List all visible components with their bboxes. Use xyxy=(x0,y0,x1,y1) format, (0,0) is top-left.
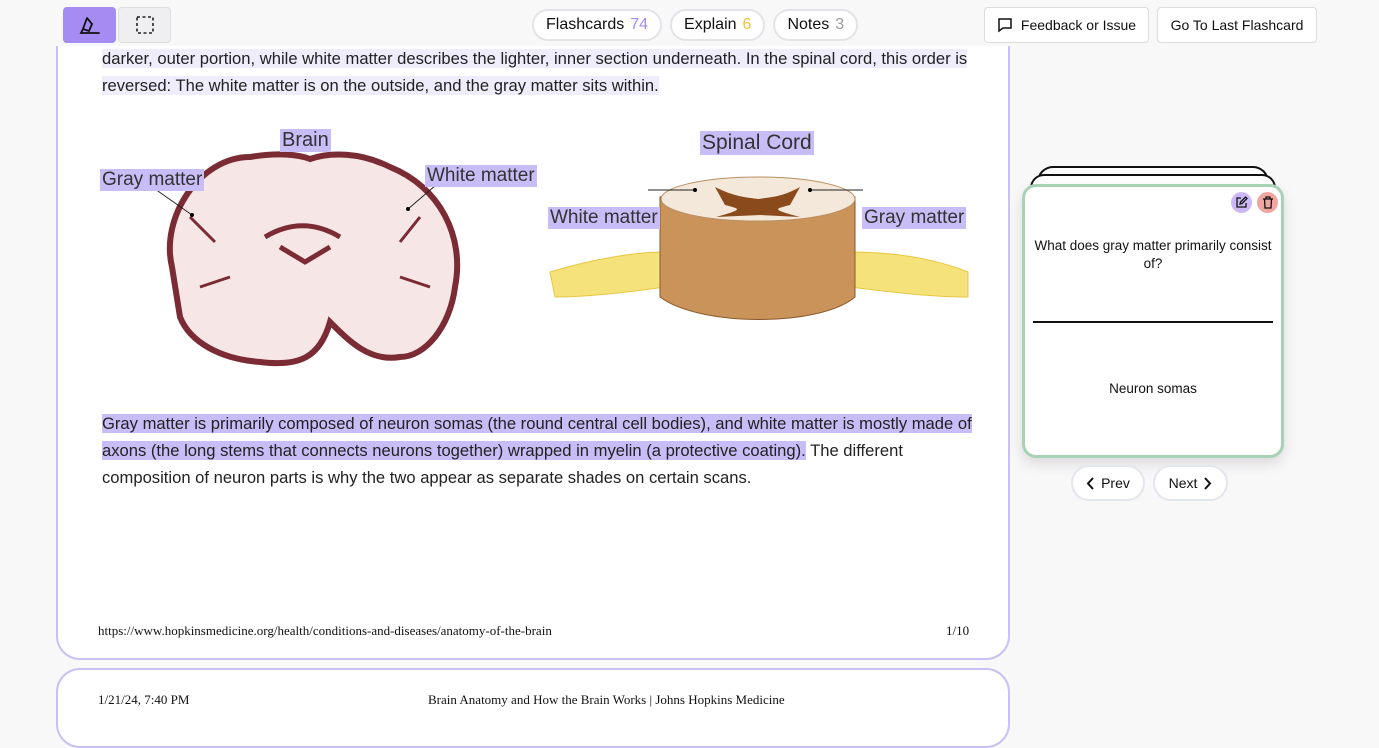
spinal-gray-matter-label: Gray matter xyxy=(862,207,967,229)
document-page-2: 1/21/24, 7:40 PM Brain Anatomy and How t… xyxy=(56,668,1010,748)
print-date: 1/21/24, 7:40 PM xyxy=(98,692,190,707)
flashcard-divider xyxy=(1033,321,1273,323)
go-to-last-flashcard-button[interactable]: Go To Last Flashcard xyxy=(1157,7,1317,43)
paragraph-line: reversed: The white matter is on the out… xyxy=(102,76,659,95)
prev-label: Prev xyxy=(1101,475,1130,491)
highlighter-tool-button[interactable] xyxy=(63,7,116,43)
edit-flashcard-button[interactable] xyxy=(1231,192,1252,213)
tab-count: 3 xyxy=(835,16,845,33)
highlighter-icon xyxy=(79,17,100,34)
tool-palette xyxy=(63,7,171,43)
tab-count: 6 xyxy=(742,16,752,33)
flashcard-question: What does gray matter primarily consist … xyxy=(1034,238,1272,271)
tab-label: Notes xyxy=(787,16,830,33)
feedback-button[interactable]: Feedback or Issue xyxy=(984,7,1149,43)
trash-icon xyxy=(1262,196,1273,209)
brain-white-matter-label: White matter xyxy=(425,165,537,187)
chevron-left-icon xyxy=(1086,476,1094,490)
brain-illustration xyxy=(154,151,969,367)
select-area-tool-button[interactable] xyxy=(118,7,171,43)
flashcard-answer: Neuron somas xyxy=(1109,381,1197,396)
brain-figure: Brain Spinal Cord Gray matter White matt… xyxy=(100,127,970,387)
footer-url: https://www.hopkinsmedicine.org/health/c… xyxy=(98,623,552,638)
tab-label: Explain xyxy=(684,16,737,33)
flashcard[interactable]: What does gray matter primarily consist … xyxy=(1022,184,1284,458)
prev-flashcard-button[interactable]: Prev xyxy=(1071,465,1145,501)
spinal-cord-title: Spinal Cord xyxy=(700,131,814,155)
tab-flashcards[interactable]: Flashcards 74 xyxy=(532,9,663,41)
paragraph-1[interactable]: darker, outer portion, while white matte… xyxy=(102,45,972,99)
feedback-label: Feedback or Issue xyxy=(1020,17,1137,33)
panel-tabs: Flashcards 74 Explain 6 Notes 3 xyxy=(532,9,859,41)
next-flashcard-button[interactable]: Next xyxy=(1153,465,1228,501)
page-number: 1/10 xyxy=(946,623,970,638)
edit-icon xyxy=(1236,196,1248,208)
message-icon xyxy=(998,18,1012,33)
dashed-square-icon xyxy=(135,16,154,34)
paragraph-text: The different composition of neuron part… xyxy=(102,441,903,487)
spinal-white-matter-label: White matter xyxy=(548,207,660,229)
brain-gray-matter-label: Gray matter xyxy=(100,169,205,191)
print-title: Brain Anatomy and How the Brain Works | … xyxy=(428,692,785,707)
paragraph-line: darker, outer portion, while white matte… xyxy=(102,49,968,68)
paragraph-2[interactable]: Gray matter is primarily composed of neu… xyxy=(102,410,972,491)
delete-flashcard-button[interactable] xyxy=(1257,192,1278,213)
tab-explain[interactable]: Explain 6 xyxy=(670,9,766,41)
brain-title: Brain xyxy=(280,129,331,152)
tab-count: 74 xyxy=(630,16,649,33)
next-label: Next xyxy=(1168,475,1198,491)
chevron-right-icon xyxy=(1204,476,1212,490)
document-page-1: darker, outer portion, while white matte… xyxy=(56,0,1010,660)
tab-label: Flashcards xyxy=(546,16,625,33)
tab-notes[interactable]: Notes 3 xyxy=(773,9,859,41)
go-to-last-flashcard-label: Go To Last Flashcard xyxy=(1170,17,1304,33)
